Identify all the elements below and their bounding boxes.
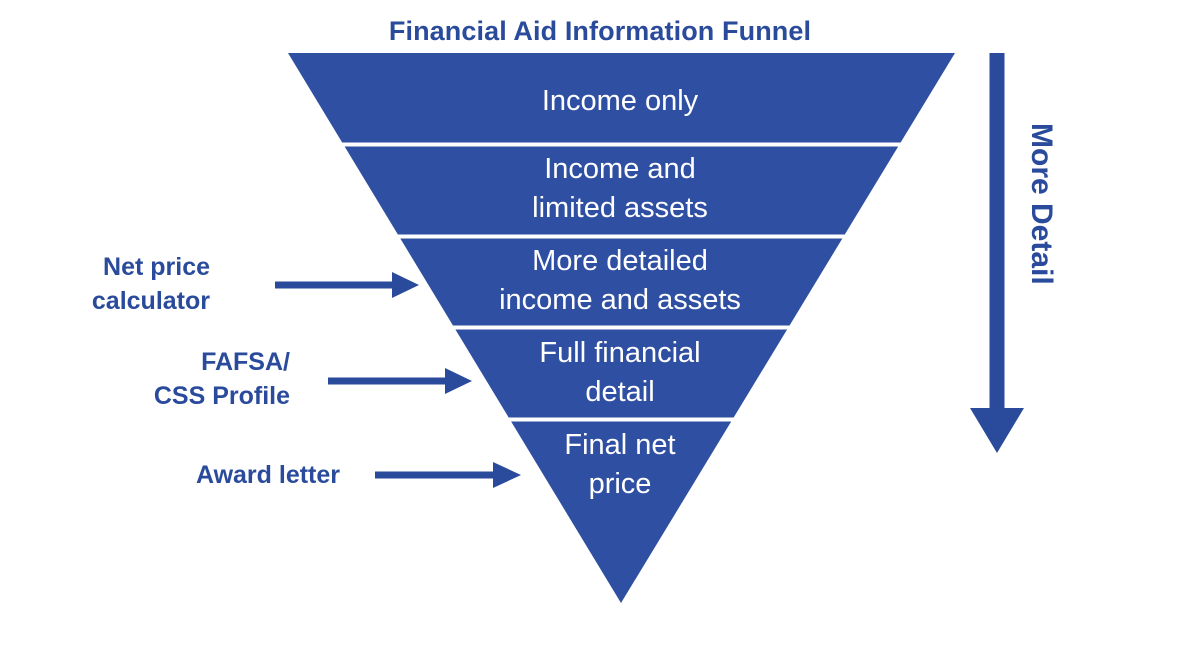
callout-arrow-3 — [375, 462, 521, 488]
callout-arrow-1 — [275, 272, 419, 298]
callout-arrow-2 — [328, 368, 472, 394]
callout-label-fafsa-css-profile: FAFSA/ CSS Profile — [153, 348, 290, 410]
funnel-band-label-3: More detailed income and assets — [499, 245, 741, 316]
more-detail-down-arrow — [970, 53, 1024, 453]
funnel-band-label-1: Income only — [541, 85, 699, 117]
callout-label-award-letter: Award letter — [195, 461, 340, 489]
callout-label-net-price-calculator: Net price calculator — [91, 253, 210, 315]
page-title: Financial Aid Information Funnel — [388, 16, 812, 46]
axis-annotation-more-detail: More Detail — [1025, 123, 1058, 285]
funnel-band-label-2: Income and limited assets — [532, 153, 708, 224]
funnel-band-label-5: Final net price — [564, 429, 676, 500]
funnel-band-label-4: Full financial detail — [539, 337, 701, 408]
